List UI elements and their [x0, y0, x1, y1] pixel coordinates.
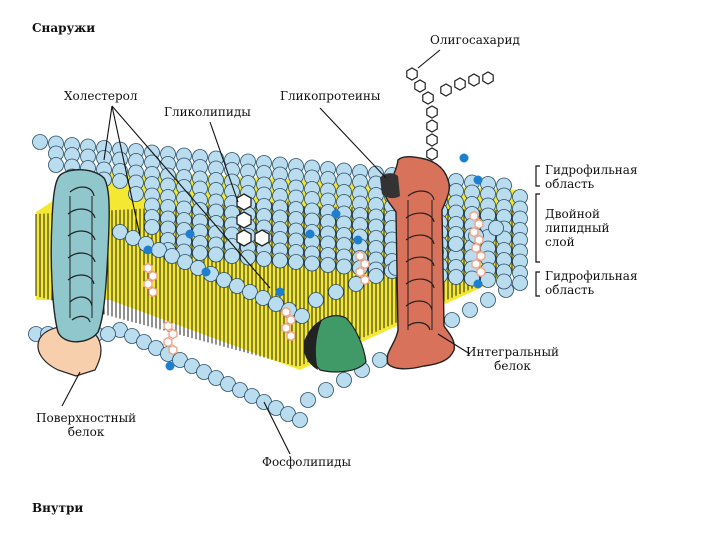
label-hydrophilic-bottom: Гидрофильная область [545, 270, 638, 298]
label-glycoproteins: Гликопротеины [280, 90, 380, 104]
label-oligosaccharide: Олигосахарид [430, 34, 520, 48]
label-integral-protein: Интегральный белок [466, 346, 559, 374]
label-outside: Снаружи [32, 22, 95, 36]
label-inside: Внутри [32, 502, 83, 516]
label-surface-protein: Поверхностный белок [36, 412, 136, 440]
label-glycolipids: Гликолипиды [164, 106, 251, 120]
label-hydrophilic-top: Гидрофильная область [545, 164, 638, 192]
layer-brackets [536, 166, 540, 296]
oligosaccharide-chain [407, 68, 493, 160]
label-phospholipids: Фосфолипиды [262, 456, 351, 470]
label-lipid-bilayer: Двойной липидный слой [545, 208, 610, 249]
label-cholesterol: Холестерол [64, 90, 137, 104]
